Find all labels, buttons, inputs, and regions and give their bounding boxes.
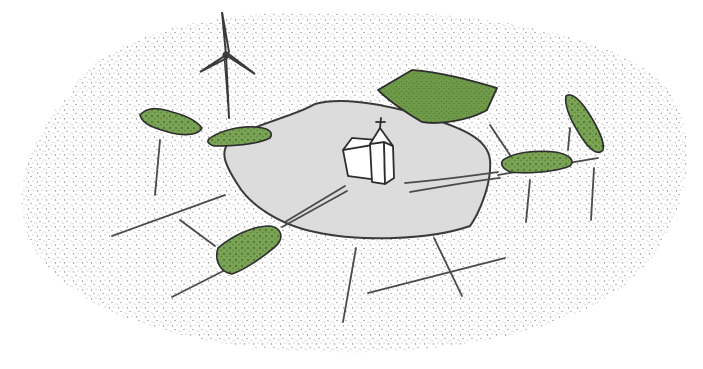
- landscape-sketch: [0, 0, 703, 369]
